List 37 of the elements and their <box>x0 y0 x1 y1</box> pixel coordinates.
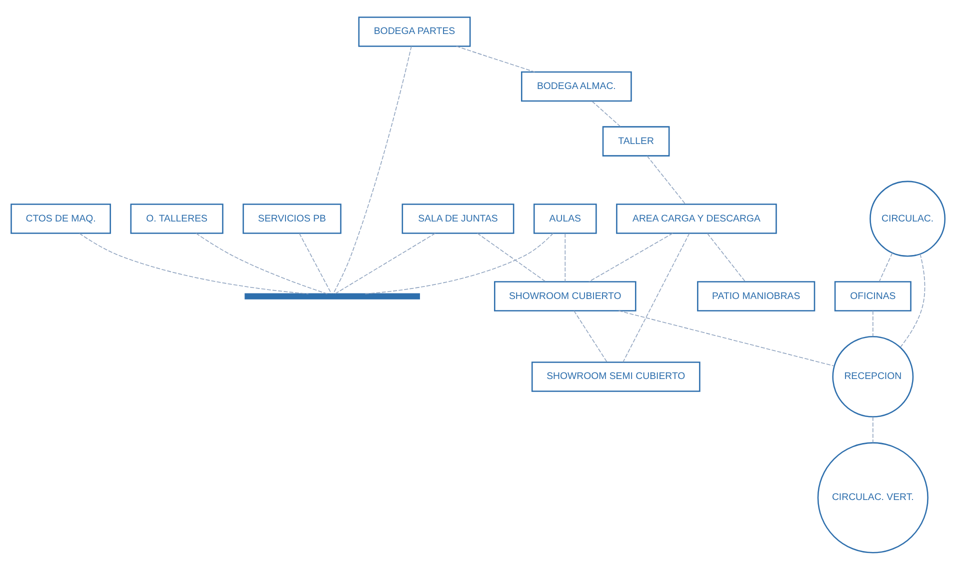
connector <box>618 310 834 366</box>
connector <box>574 310 608 362</box>
node-box: TALLER <box>602 126 670 156</box>
node-box: AULAS <box>533 203 597 234</box>
connector <box>564 232 566 282</box>
connector <box>872 416 874 443</box>
connector <box>477 232 546 282</box>
node-box: PATIO MANIOBRAS <box>697 280 816 311</box>
node-box: SHOWROOM SEMI CUBIERTO <box>531 361 700 392</box>
node-box: SALA DE JUNTAS <box>402 203 514 234</box>
node-circle: CIRCULAC. VERT. <box>817 442 928 553</box>
node-bar <box>244 292 420 299</box>
connector <box>364 232 554 294</box>
connector <box>456 45 536 72</box>
node-box: OFICINAS <box>834 280 912 311</box>
node-box: SHOWROOM CUBIERTO <box>494 280 636 311</box>
connector <box>707 232 746 282</box>
connector <box>592 100 621 127</box>
connector <box>622 232 690 362</box>
connector <box>79 232 309 294</box>
connector <box>332 45 412 294</box>
connector <box>196 232 328 294</box>
node-box: BODEGA PARTES <box>358 16 471 46</box>
node-box: CTOS DE MAQ. <box>10 203 111 234</box>
node-circle: RECEPCION <box>832 336 914 417</box>
connector <box>588 232 674 282</box>
node-box: SERVICIOS PB <box>242 203 342 234</box>
connector <box>878 252 893 282</box>
node-box: AREA CARGA Y DESCARGA <box>616 203 777 234</box>
node-circle: CIRCULAC. <box>870 180 946 256</box>
connector <box>900 253 926 347</box>
node-box: BODEGA ALMAC. <box>521 70 632 102</box>
connector <box>299 232 332 294</box>
connector <box>646 155 686 204</box>
connector <box>872 310 874 336</box>
connector <box>334 232 436 294</box>
node-box: O. TALLERES <box>130 203 224 234</box>
